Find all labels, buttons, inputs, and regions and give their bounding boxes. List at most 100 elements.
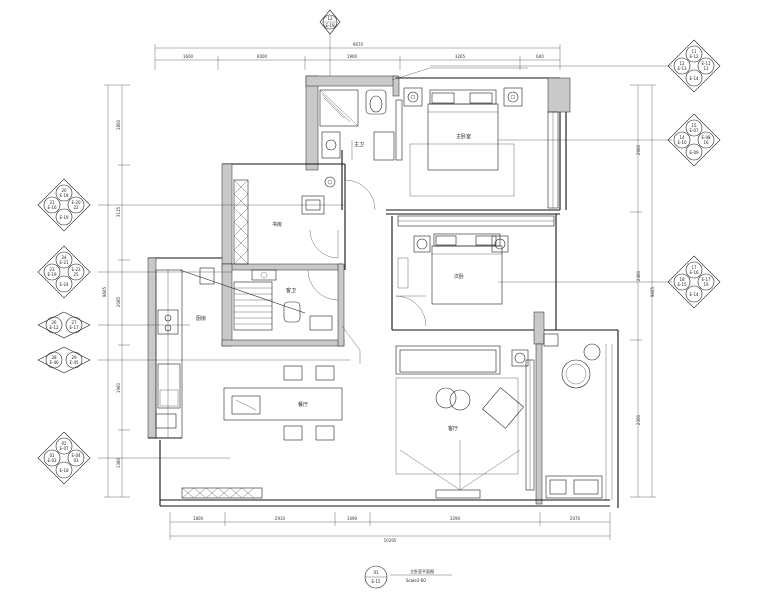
left-dim-1: 1800: [116, 119, 121, 130]
study: 书房: [233, 176, 336, 265]
tag-l2-f: 25: [73, 272, 79, 277]
tag-r2-c: 14: [679, 135, 685, 140]
top-dimensions: 9670 1600 6000 1900 3265 600: [154, 42, 561, 70]
bottom-total-dim: 10295: [384, 538, 397, 543]
bottom-dim-3: 1090: [347, 516, 358, 521]
room-label-guest-bath: 客卫: [286, 287, 296, 294]
tag-r3-f: 19: [703, 282, 709, 287]
tag-l3-d: E-17: [69, 325, 79, 330]
master-bath: 主卫: [319, 89, 395, 161]
tag-r1-a: 11: [691, 49, 697, 54]
right-dimensions: 2900 2400 2300 9665: [630, 84, 656, 498]
tag-l1-c: 21: [49, 200, 55, 205]
room-label-dining: 餐厅: [298, 401, 308, 408]
elevation-tag-left-2: 24 E-21 23 E-19 E-23 25 E-24: [37, 245, 91, 299]
tag-l1-a: 20: [61, 188, 67, 193]
room-label-second-bedroom: 次卧: [454, 273, 464, 280]
tag-l2-e: E-23: [71, 267, 81, 272]
walls: [147, 75, 619, 508]
room-label-master-bath: 主卫: [354, 141, 364, 148]
title-scale: Scale1:60: [406, 578, 426, 583]
bottom-dim-2: 2910: [275, 516, 286, 521]
top-total-dim: 9670: [353, 42, 364, 47]
tag-r3-b: E-16: [689, 270, 699, 275]
top-dim-3: 1900: [347, 54, 358, 59]
tag-r1-d: E-13: [677, 66, 687, 71]
bottom-dimensions: 1800 2910 1090 3290 2070 10295: [169, 512, 611, 543]
left-dimensions: 9665 1800 3115 2085 1960 1380: [102, 84, 130, 498]
top-dim-1: 1600: [183, 54, 194, 59]
tag-l1-f: 22: [73, 205, 79, 210]
top-dim-4: 3265: [455, 54, 466, 59]
elevation-tag-left-4: 28 E-46 29 E-45: [37, 346, 91, 374]
top-marker-sheet: E-19: [325, 23, 335, 28]
elevation-tag-left-1: 20 E-18 21 E-16 E-20 22 E-19: [37, 178, 91, 232]
tag-l2-g: E-24: [59, 282, 69, 287]
room-label-living: 客厅: [448, 425, 458, 432]
master-bedroom: 主卧室: [395, 87, 559, 209]
tag-l5-d: E-03: [47, 458, 57, 463]
tag-l1-d: E-16: [47, 205, 57, 210]
tag-r3-g: E-14: [689, 292, 699, 297]
elevation-tag-right-3: 17 E-16 18 E-15 E-17 19 E-14: [667, 255, 721, 309]
tag-l4-d: E-45: [69, 360, 79, 365]
title-name: 主卧室平面图: [410, 568, 434, 574]
living: 客厅: [395, 345, 535, 499]
tag-l3-b: E-12: [49, 325, 59, 330]
tag-l1-b: E-18: [59, 193, 69, 198]
tag-r1-b: E-12: [689, 54, 699, 59]
top-dim-5: 600: [536, 54, 544, 59]
tag-l5-c: 01: [49, 453, 55, 458]
tag-l2-a: 24: [61, 255, 67, 260]
tag-r3-a: 17: [691, 265, 697, 270]
bottom-dim-1: 1800: [193, 516, 204, 521]
title-code: 01: [373, 570, 379, 575]
top-dim-2: 6000: [257, 54, 268, 59]
tag-r2-b: E-07: [689, 128, 699, 133]
bottom-cabinet: [181, 487, 263, 499]
bottom-dim-5: 2070: [570, 516, 581, 521]
tag-r2-d: E-10: [677, 140, 687, 145]
tag-l1-g: E-19: [59, 215, 69, 220]
tag-r2-e: E-08: [701, 135, 711, 140]
balcony: [543, 333, 613, 500]
top-section-marker: 12 E-19: [319, 9, 341, 35]
tag-r3-c: 18: [679, 277, 685, 282]
tag-r2-f: 16: [703, 140, 709, 145]
right-dim-1: 2900: [636, 144, 641, 155]
tag-r1-f: 13: [703, 66, 709, 71]
tag-l5-a: 02: [61, 441, 67, 446]
tag-l3-c: 27: [71, 320, 77, 325]
tag-l3-a: 26: [51, 320, 57, 325]
title-sheet: E-15: [371, 579, 381, 584]
guest-bath: 客卫: [179, 269, 333, 331]
room-label-kitchen: 厨房: [196, 315, 206, 322]
tag-l1-e: E-20: [71, 200, 81, 205]
left-dim-4: 1960: [116, 382, 121, 393]
tag-l5-e: E-04: [71, 453, 81, 458]
right-dim-3: 2300: [636, 414, 641, 425]
right-dim-2: 2400: [636, 270, 641, 281]
room-label-master-bedroom: 主卧室: [456, 133, 471, 140]
top-marker-num: 12: [327, 16, 333, 21]
leader-lines: [98, 34, 672, 459]
tag-r1-e: E-11: [701, 61, 711, 66]
tag-l5-b: E-07: [59, 446, 69, 451]
tag-r2-g: E-09: [689, 150, 699, 155]
left-dim-5: 1380: [116, 457, 121, 468]
elevation-tag-right-1: 11 E-12 12 E-13 E-11 13 E-14: [667, 39, 721, 93]
left-dim-3: 2085: [116, 296, 121, 307]
right-total-dim: 9665: [650, 286, 655, 297]
tag-r2-a: 15: [691, 123, 697, 128]
tag-l4-b: E-46: [49, 360, 59, 365]
doors: [307, 67, 528, 327]
tag-r3-d: E-15: [677, 282, 687, 287]
tag-l2-c: 23: [49, 267, 55, 272]
room-label-study: 书房: [272, 221, 282, 228]
left-total-dim: 9665: [102, 286, 107, 297]
elevation-tag-left-3: 26 E-12 27 E-17: [37, 311, 91, 339]
tag-l4-c: 29: [71, 355, 77, 360]
dining: 餐厅: [223, 325, 361, 441]
tag-r1-g: E-14: [689, 76, 699, 81]
